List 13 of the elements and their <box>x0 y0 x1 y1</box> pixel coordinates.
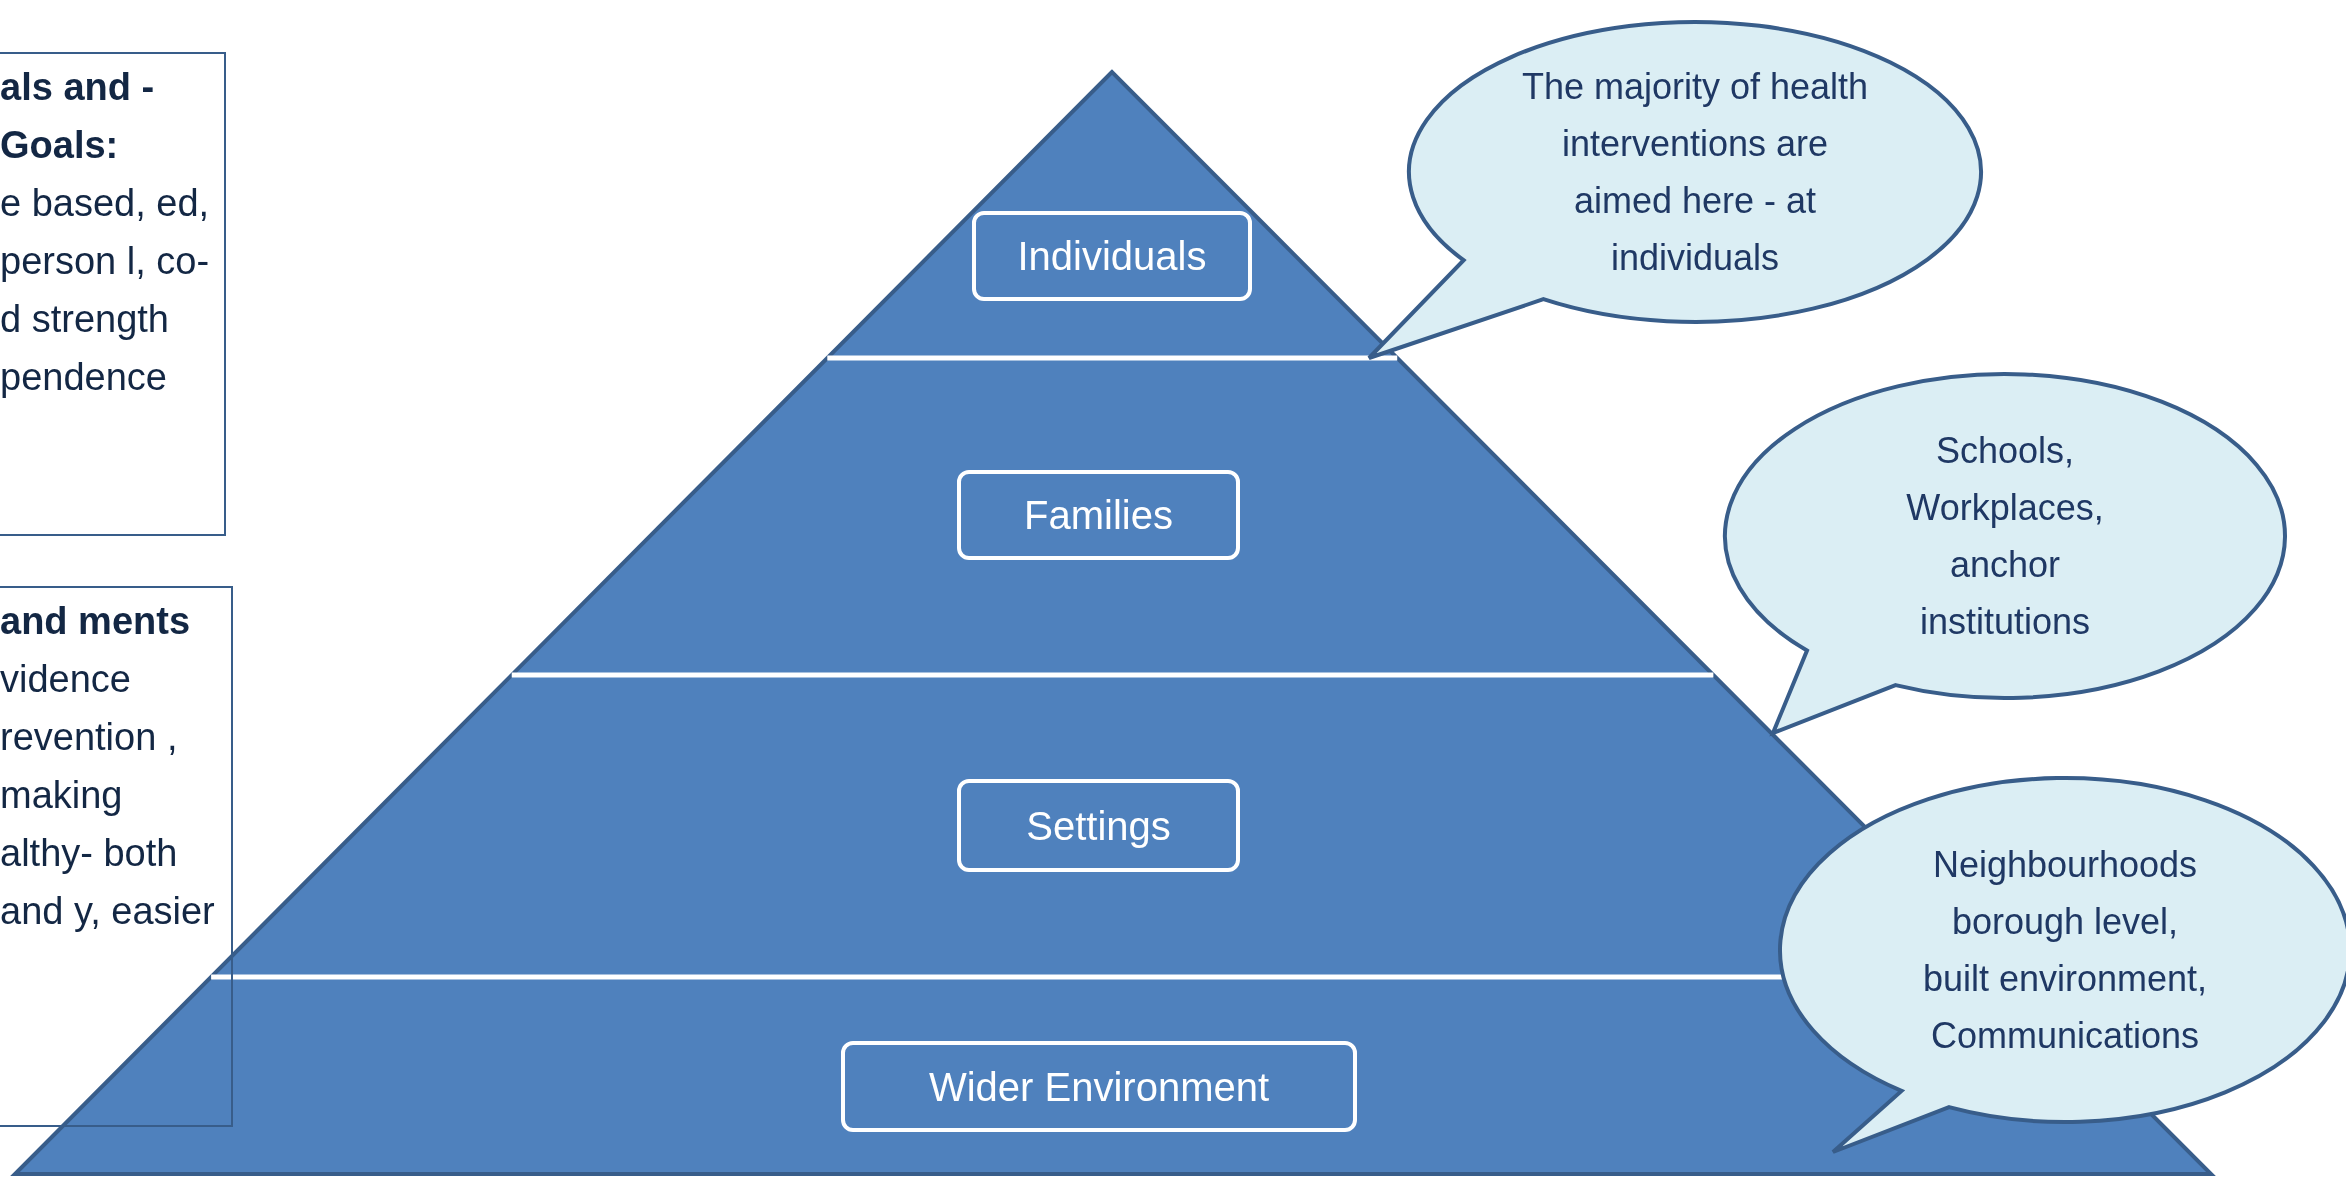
tier-label: Families <box>957 470 1240 560</box>
note-body: e based, ed, person l, co- d strength pendence <box>0 181 211 400</box>
note-body: vidence revention , making althy- both and y, easier <box>0 657 216 934</box>
tier-label: Individuals <box>972 211 1252 301</box>
tier-label: Settings <box>957 779 1240 872</box>
text-box <box>0 586 233 1127</box>
callout-text: Neighbourhoods borough level, built environment, Communications <box>1921 843 2209 1058</box>
text-box <box>0 52 226 536</box>
tier-label: Wider Environment <box>841 1041 1357 1132</box>
note-heading: als and - Goals: <box>0 65 156 168</box>
callout-text: Schools, Workplaces, anchor institutions <box>1905 429 2105 644</box>
callout-text: The majority of health interventions are aimed here - at individuals <box>1520 65 1870 280</box>
note-heading: and ments <box>0 599 192 644</box>
